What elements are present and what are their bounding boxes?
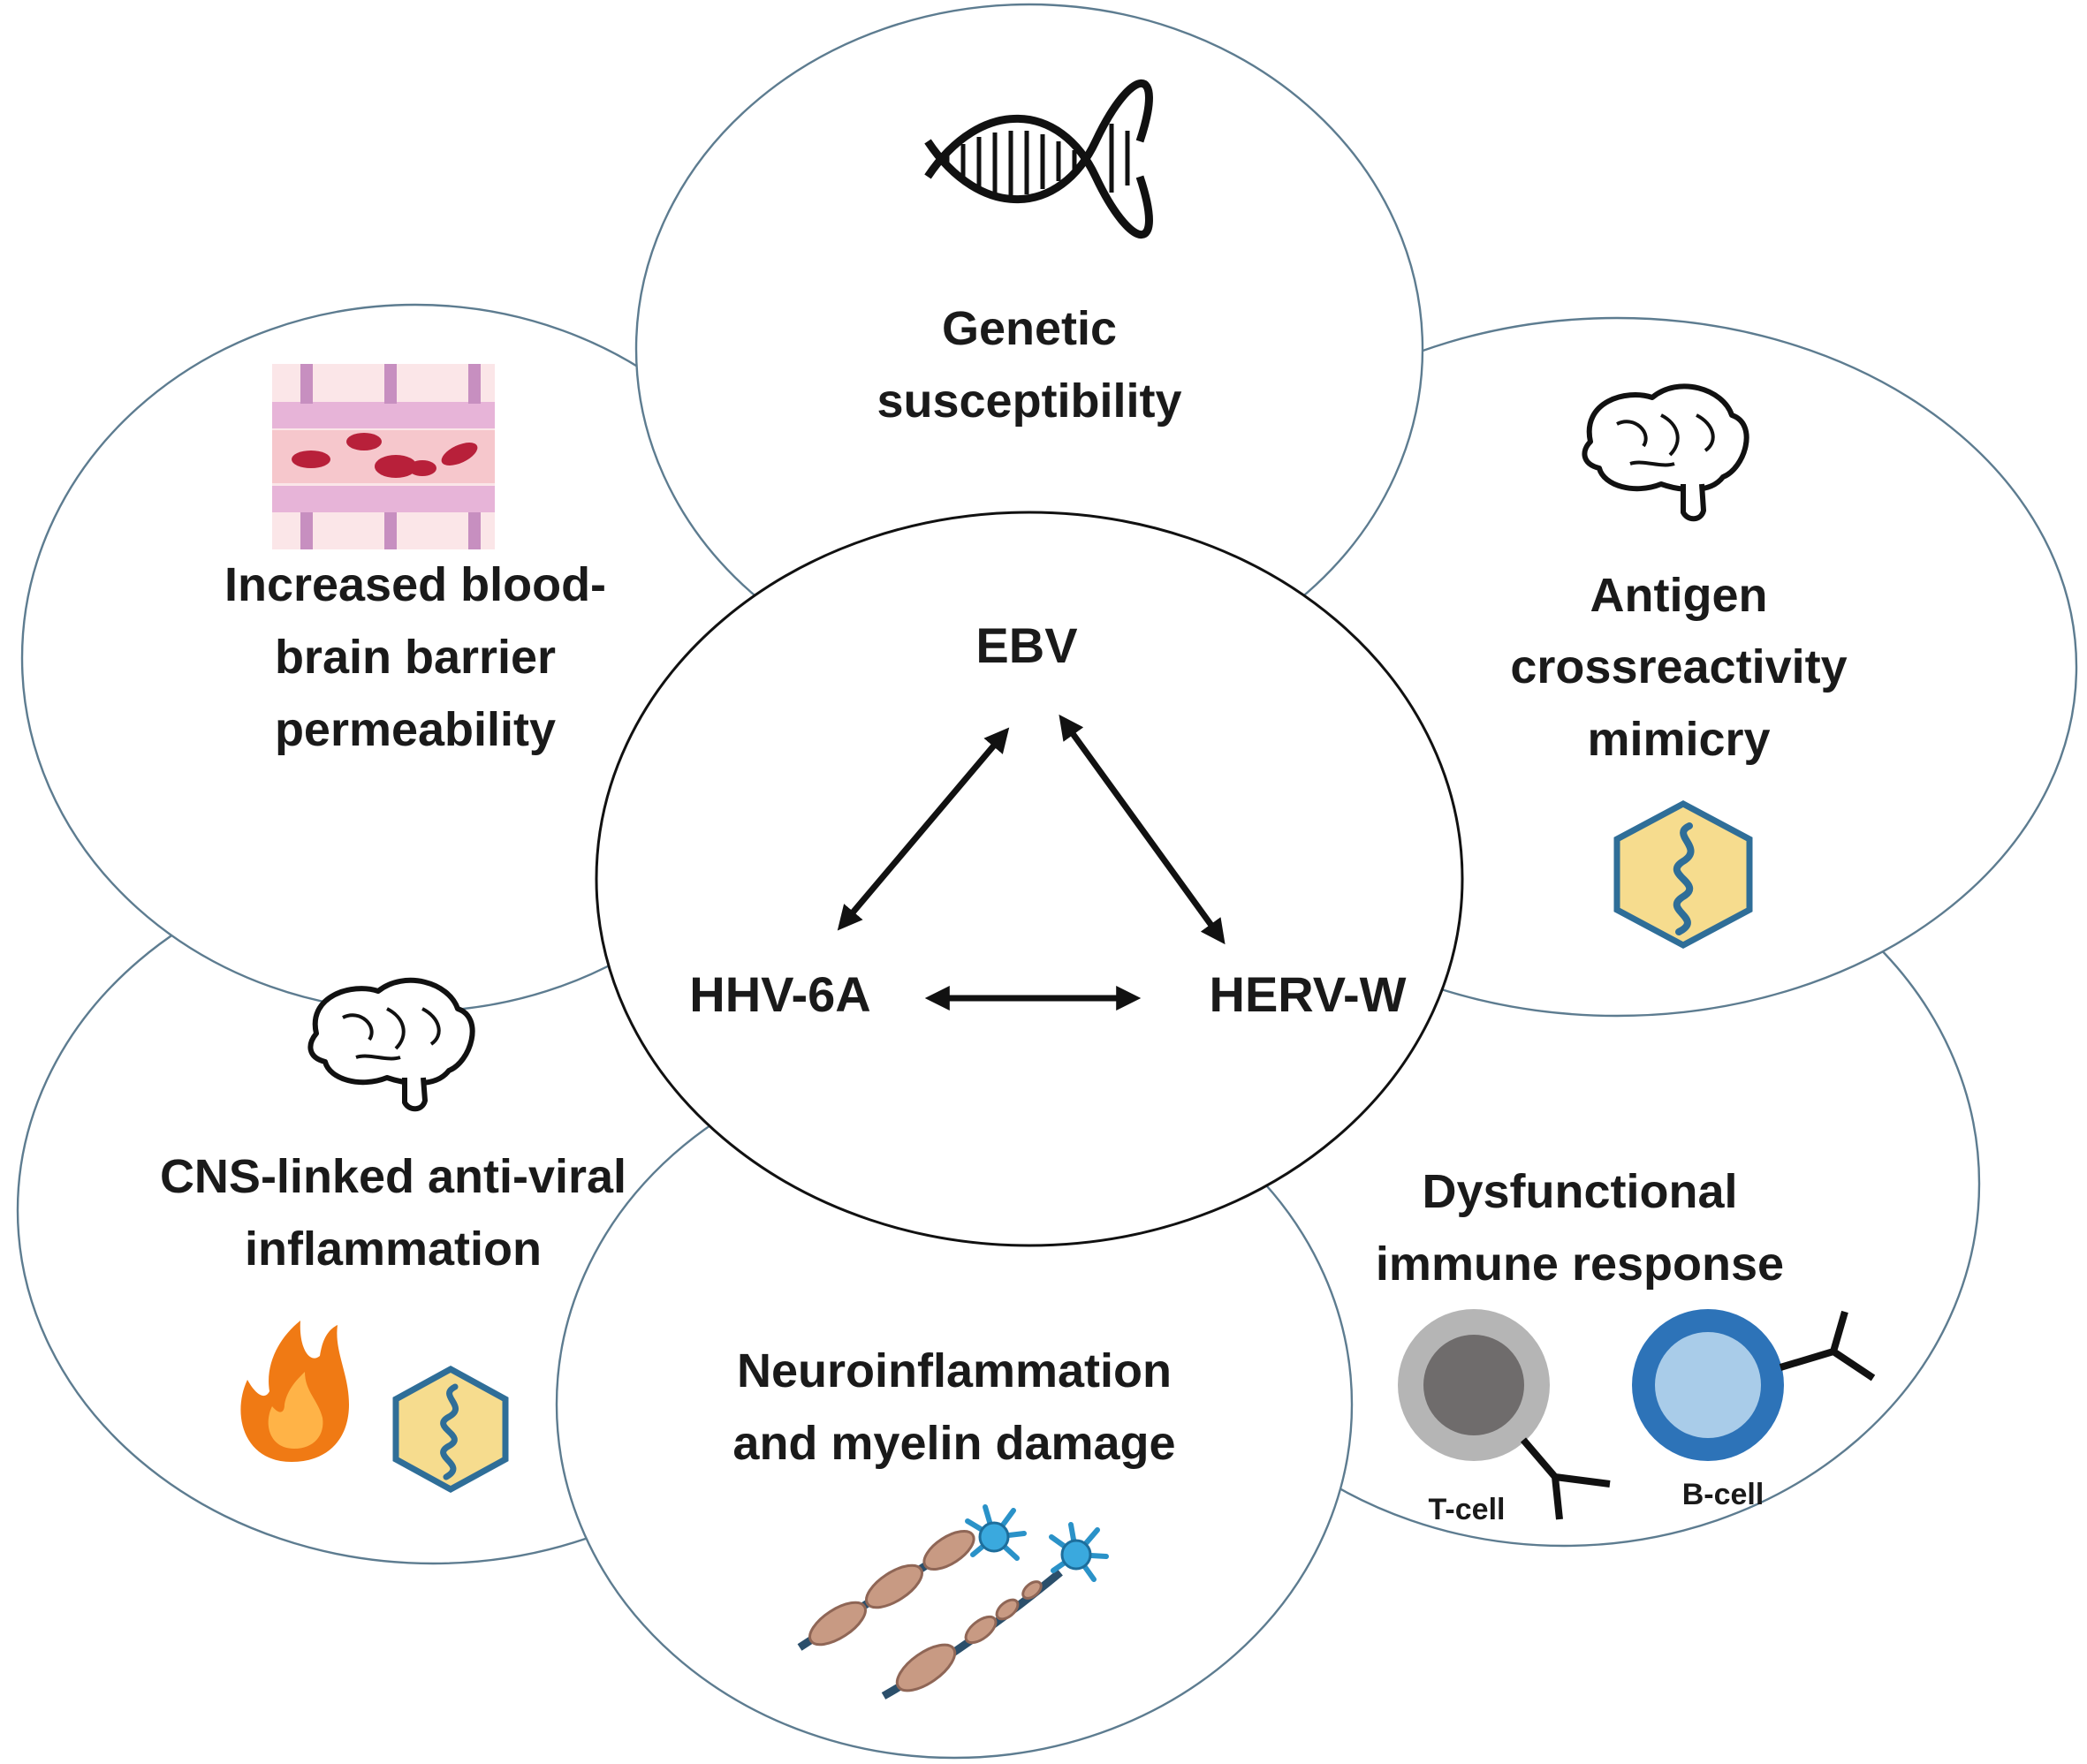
fire-icon [240, 1321, 349, 1462]
hhv6a-label: HHV-6A [689, 966, 870, 1022]
genetic-label-line-1: Genetic [942, 302, 1117, 355]
cns-label-line-2: inflammation [245, 1223, 542, 1276]
bbb-label-line-3: permeability [275, 703, 556, 756]
antigen-label-line-3: mimicry [1587, 713, 1770, 766]
bbb-label-line-1: Increased blood- [224, 558, 606, 611]
bbb-label-line-2: brain barrier [275, 631, 556, 684]
virus-hexagon-icon [1613, 800, 1753, 949]
arrow-ebv-hhv6a [837, 727, 1010, 931]
virus-hexagon-icon [392, 1366, 509, 1493]
arrow-ebv-herv-w [1059, 714, 1226, 945]
neuron-icon [797, 1504, 1109, 1700]
b-cell-icon [1632, 1309, 1876, 1461]
ebv-label: EBV [975, 617, 1077, 673]
dna-icon [924, 79, 1153, 239]
cns-label-line-1: CNS-linked anti-viral [160, 1150, 626, 1203]
center-ellipse [595, 511, 1464, 1247]
t-cell-icon [1398, 1309, 1611, 1520]
immune-label-line-1: Dysfunctional [1422, 1165, 1737, 1218]
genetic-label-line-2: susceptibility [877, 375, 1181, 428]
brain-icon [307, 977, 475, 1112]
neuro-label-line-1: Neuroinflammation [737, 1344, 1172, 1397]
b-cell-label: B-cell [1682, 1478, 1764, 1511]
t-cell-label: T-cell [1429, 1493, 1506, 1526]
brain-icon [1582, 383, 1749, 522]
blood-vessel-icon [272, 364, 495, 549]
antigen-label-line-2: crossreactivity [1510, 640, 1847, 693]
immune-label-line-2: immune response [1376, 1238, 1784, 1291]
neuro-label-line-2: and myelin damage [732, 1417, 1175, 1470]
antigen-label-line-1: Antigen [1590, 569, 1768, 622]
herv-w-label: HERV-W [1210, 966, 1407, 1022]
